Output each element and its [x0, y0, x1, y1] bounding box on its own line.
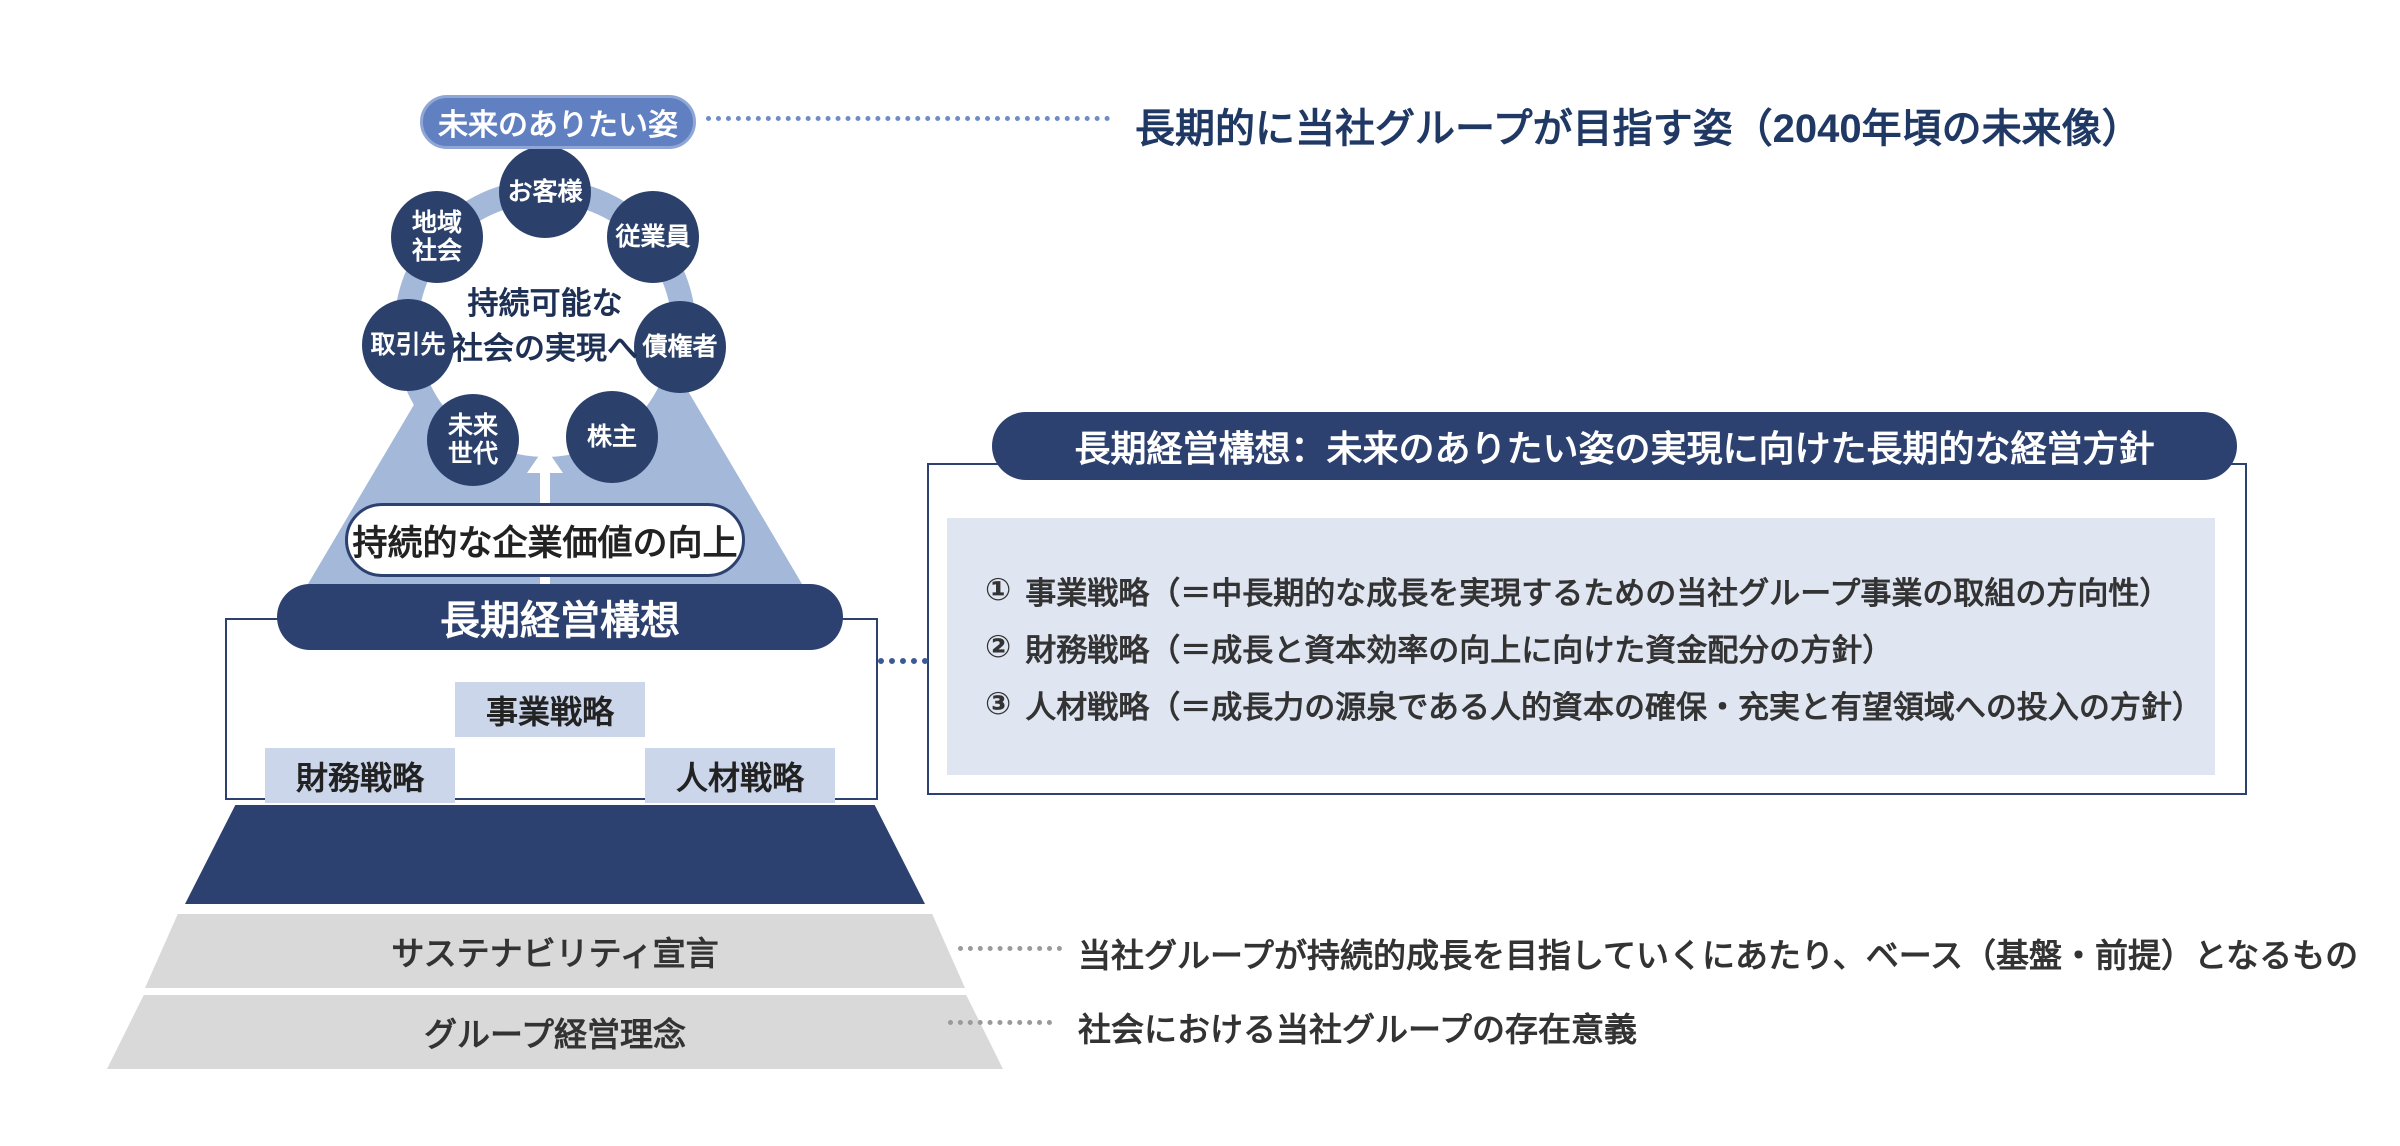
stakeholder-business-partners: 取引先 — [362, 299, 454, 391]
oval-pill-connector — [540, 568, 550, 588]
item-number-2: ② — [985, 629, 1012, 664]
dotted-connector-sustainability — [958, 946, 1062, 951]
dotted-connector-philosophy — [948, 1020, 1052, 1025]
stakeholder-employees: 従業員 — [607, 191, 699, 283]
panel-item-finance-strategy: ② 財務戦略（＝成長と資本効率の向上に向けた資金配分の方針） — [985, 627, 1894, 668]
sustainability-annotation: 当社グループが持続的成長を目指していくにあたり、ベース（基盤・前提）となるもの — [1078, 937, 2359, 974]
layer-group-philosophy: グループ経営理念 — [107, 995, 1003, 1069]
stakeholder-future-generations: 未来 世代 — [427, 394, 519, 486]
strategy-hr: 人材戦略 — [645, 748, 835, 803]
strategy-business: 事業戦略 — [455, 682, 645, 737]
long-term-plan-pill: 長期経営構想 — [277, 584, 843, 650]
item-number-1: ① — [985, 572, 1012, 607]
up-arrow-icon — [527, 447, 563, 473]
corporate-value-oval: 持続的な企業価値の向上 — [345, 503, 745, 577]
stakeholder-creditors: 債権者 — [634, 301, 726, 393]
item-text-1: 事業戦略（＝中長期的な成長を実現するための当社グループ事業の取組の方向性） — [1025, 575, 2171, 611]
plan-detail-panel-body — [947, 518, 2215, 775]
up-arrow-stem — [540, 470, 550, 506]
dotted-connector-panel — [878, 658, 928, 664]
item-number-3: ③ — [985, 686, 1012, 721]
sustainable-society-label: 持続可能な 社会の実現へ — [452, 286, 638, 366]
item-text-3: 人材戦略（＝成長力の源泉である人的資本の確保・充実と有望領域への投入の方針） — [1025, 689, 2203, 725]
stakeholder-shareholders: 株主 — [566, 391, 658, 483]
stakeholder-customers: お客様 — [499, 146, 591, 238]
plan-detail-panel-title: 長期経営構想：未来のありたい姿の実現に向けた長期的な経営方針 — [992, 412, 2237, 480]
panel-item-business-strategy: ① 事業戦略（＝中長期的な成長を実現するための当社グループ事業の取組の方向性） — [985, 570, 2171, 611]
layer-sustainability-declaration: サステナビリティ宣言 — [145, 914, 965, 988]
future-vision-pill: 未来のありたい姿 — [420, 95, 696, 149]
dotted-connector-top — [706, 116, 1110, 121]
philosophy-annotation: 社会における当社グループの存在意義 — [1078, 1011, 1638, 1048]
stakeholder-local-community: 地域 社会 — [391, 191, 483, 283]
pyramid-navy-band — [185, 805, 925, 904]
item-text-2: 財務戦略（＝成長と資本効率の向上に向けた資金配分の方針） — [1025, 632, 1894, 668]
future-vision-annotation: 長期的に当社グループが目指す姿（2040年頃の未来像） — [1135, 107, 2142, 151]
strategy-finance: 財務戦略 — [265, 748, 455, 803]
panel-item-hr-strategy: ③ 人材戦略（＝成長力の源泉である人的資本の確保・充実と有望領域への投入の方針） — [985, 684, 2203, 725]
